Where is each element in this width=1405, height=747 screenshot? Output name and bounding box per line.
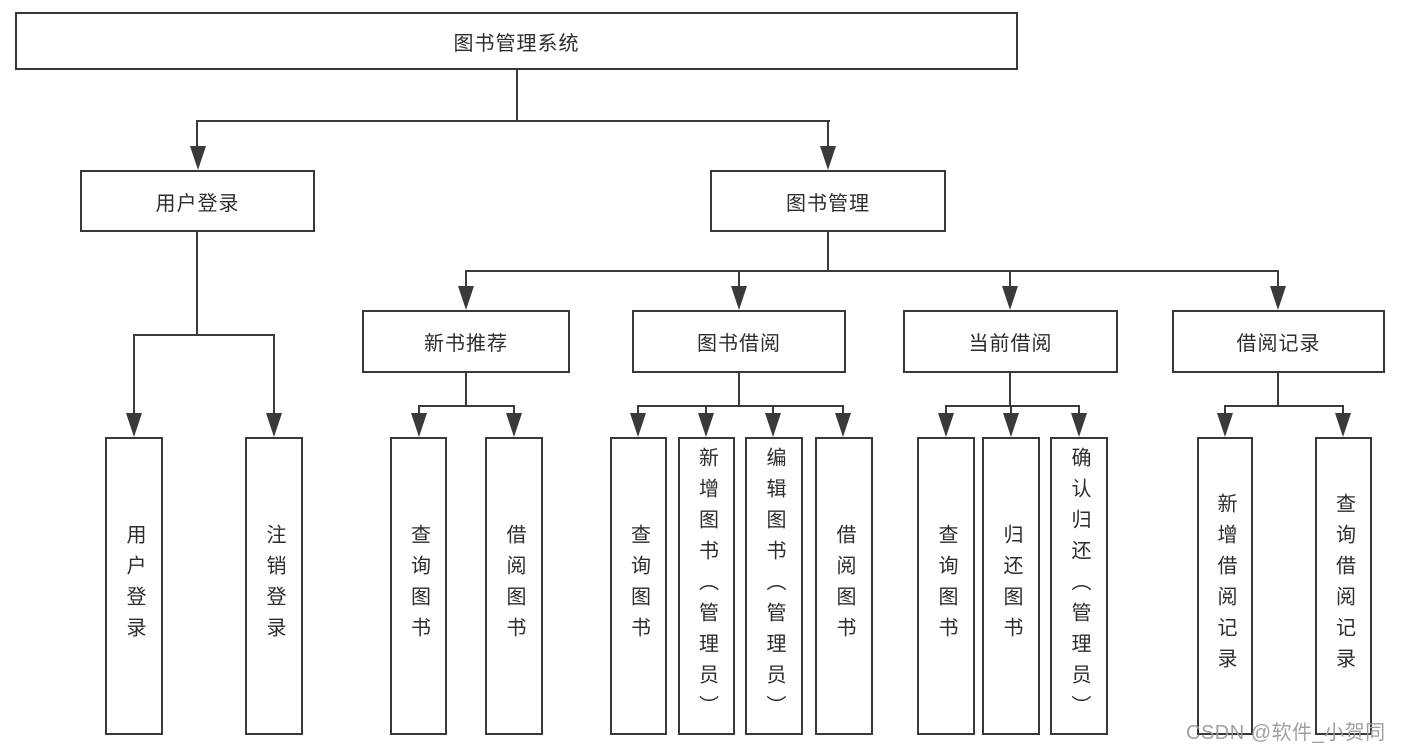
connector-line <box>1224 405 1226 417</box>
connector-line <box>1009 372 1011 407</box>
leaf-user-login: 用户登录 <box>105 437 163 735</box>
arrow-down-icon <box>630 413 646 437</box>
arrow-down-icon <box>1071 413 1087 437</box>
connector-line <box>827 120 829 150</box>
connector-line <box>1009 270 1011 289</box>
arrow-down-icon <box>411 413 427 437</box>
arrow-down-icon <box>1002 286 1018 310</box>
arrow-down-icon <box>938 413 954 437</box>
arrow-down-icon <box>1003 413 1019 437</box>
arrow-down-icon <box>820 146 836 170</box>
leaf-current-query-books: 查询图书 <box>917 437 975 735</box>
connector-line <box>637 405 639 417</box>
leaf-recommend-borrow-books: 借阅图书 <box>485 437 543 735</box>
connector-line <box>637 405 844 407</box>
leaf-current-confirm-return-admin: 确认归还（管理员） <box>1050 437 1108 735</box>
connector-line <box>196 120 198 150</box>
arrow-down-icon <box>126 413 142 437</box>
connector-line <box>738 270 740 289</box>
connector-line <box>1078 405 1080 417</box>
arrow-down-icon <box>1335 413 1351 437</box>
arrow-down-icon <box>698 413 714 437</box>
leaf-current-return-books: 归还图书 <box>982 437 1040 735</box>
connector-line <box>465 372 467 407</box>
connector-line <box>273 334 275 415</box>
connector-line <box>1277 270 1279 289</box>
connector-line <box>196 232 198 336</box>
node-user-login: 用户登录 <box>80 170 315 232</box>
connector-line <box>945 405 1079 407</box>
connector-line <box>827 232 829 272</box>
leaf-logout: 注销登录 <box>245 437 303 735</box>
arrow-down-icon <box>190 146 206 170</box>
connector-line <box>945 405 947 417</box>
leaf-borrowing-edit-books-admin: 编辑图书（管理员） <box>745 437 803 735</box>
node-library-management-system: 图书管理系统 <box>15 12 1018 70</box>
connector-line <box>1277 372 1279 407</box>
leaf-borrowing-query-books: 查询图书 <box>610 437 667 735</box>
connector-line <box>418 405 515 407</box>
connector-line <box>1010 405 1012 417</box>
connector-line <box>133 334 135 415</box>
node-new-book-recommend: 新书推荐 <box>362 310 570 373</box>
connector-line <box>842 405 844 417</box>
arrow-down-icon <box>835 413 851 437</box>
node-book-management: 图书管理 <box>710 170 946 232</box>
node-current-borrowing: 当前借阅 <box>903 310 1118 373</box>
leaf-borrowing-add-books-admin: 新增图书（管理员） <box>678 437 735 735</box>
connector-line <box>738 372 740 407</box>
node-borrowing-records: 借阅记录 <box>1172 310 1385 373</box>
leaf-records-query-record: 查询借阅记录 <box>1315 437 1372 735</box>
connector-line <box>196 120 830 122</box>
arrow-down-icon <box>765 413 781 437</box>
csdn-watermark: CSDN @软件_小贺同学 <box>1186 722 1386 744</box>
leaf-borrowing-borrow-books: 借阅图书 <box>815 437 873 735</box>
connector-line <box>133 334 275 336</box>
connector-line <box>1224 405 1344 407</box>
arrow-down-icon <box>1217 413 1233 437</box>
arrow-down-icon <box>731 286 747 310</box>
leaf-recommend-query-books: 查询图书 <box>390 437 447 735</box>
connector-line <box>772 405 774 417</box>
connector-line <box>513 405 515 417</box>
arrow-down-icon <box>458 286 474 310</box>
connector-line <box>465 270 1279 272</box>
connector-line <box>1342 405 1344 417</box>
arrow-down-icon <box>1270 286 1286 310</box>
connector-line <box>465 270 467 289</box>
arrow-down-icon <box>506 413 522 437</box>
connector-line <box>516 70 518 122</box>
arrow-down-icon <box>266 413 282 437</box>
leaf-records-add-record: 新增借阅记录 <box>1197 437 1253 735</box>
connector-line <box>418 405 420 417</box>
connector-line <box>705 405 707 417</box>
node-book-borrowing: 图书借阅 <box>632 310 846 373</box>
